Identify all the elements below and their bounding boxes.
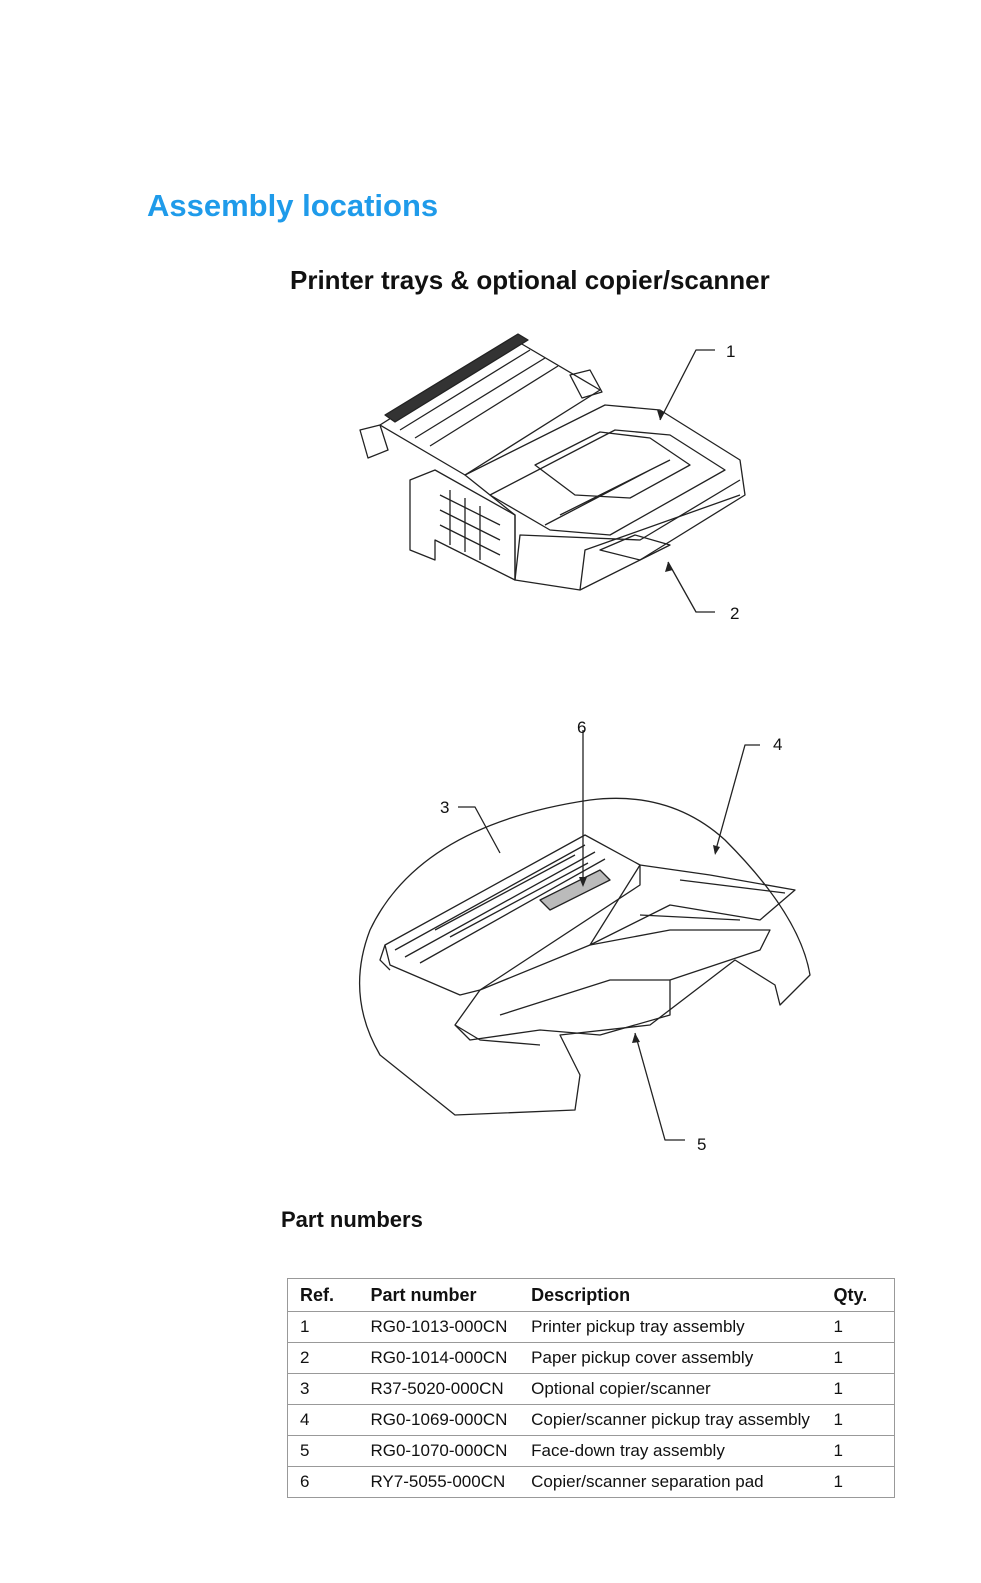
cell-part-number: RG0-1014-000CN bbox=[358, 1342, 520, 1374]
cell-qty: 1 bbox=[821, 1342, 895, 1374]
cell-description: Printer pickup tray assembly bbox=[519, 1311, 822, 1343]
table-row: 2 RG0-1014-000CN Paper pickup cover asse… bbox=[287, 1342, 895, 1374]
cell-description: Face-down tray assembly bbox=[519, 1435, 822, 1467]
header-part-number: Part number bbox=[358, 1278, 520, 1312]
cell-part-number: RG0-1070-000CN bbox=[358, 1435, 520, 1467]
cell-ref: 4 bbox=[287, 1404, 359, 1436]
cell-part-number: RG0-1013-000CN bbox=[358, 1311, 520, 1343]
header-ref: Ref. bbox=[287, 1278, 359, 1312]
printer-trays-drawing bbox=[359, 333, 746, 613]
cell-ref: 5 bbox=[287, 1435, 359, 1467]
cell-qty: 1 bbox=[821, 1311, 895, 1343]
table-row: 6 RY7-5055-000CN Copier/scanner separati… bbox=[287, 1466, 895, 1498]
callout-4: 4 bbox=[773, 735, 783, 754]
section-title: Assembly locations bbox=[147, 188, 439, 223]
table-row: 5 RG0-1070-000CN Face-down tray assembly… bbox=[287, 1435, 895, 1467]
callout-6: 6 bbox=[577, 718, 587, 737]
table-row: 3 R37-5020-000CN Optional copier/scanner… bbox=[287, 1373, 895, 1405]
copier-scanner-drawing bbox=[358, 730, 811, 1141]
printer-trays-illustration bbox=[340, 330, 780, 630]
cell-ref: 3 bbox=[287, 1373, 359, 1405]
table-row: 1 RG0-1013-000CN Printer pickup tray ass… bbox=[287, 1311, 895, 1343]
cell-part-number: RG0-1069-000CN bbox=[358, 1404, 520, 1436]
cell-part-number: R37-5020-000CN bbox=[358, 1373, 520, 1405]
cell-description: Copier/scanner separation pad bbox=[519, 1466, 822, 1498]
callout-5: 5 bbox=[697, 1135, 707, 1154]
cell-ref: 6 bbox=[287, 1466, 359, 1498]
cell-qty: 1 bbox=[821, 1404, 895, 1436]
cell-ref: 2 bbox=[287, 1342, 359, 1374]
parts-table: Ref. Part number Description Qty. 1 RG0-… bbox=[287, 1278, 895, 1498]
table-row: 4 RG0-1069-000CN Copier/scanner pickup t… bbox=[287, 1404, 895, 1436]
cell-part-number: RY7-5055-000CN bbox=[358, 1466, 520, 1498]
parts-heading: Part numbers bbox=[281, 1207, 423, 1232]
header-description: Description bbox=[519, 1278, 822, 1312]
cell-ref: 1 bbox=[287, 1311, 359, 1343]
callout-3: 3 bbox=[440, 798, 450, 817]
cell-qty: 1 bbox=[821, 1435, 895, 1467]
header-qty: Qty. bbox=[821, 1278, 895, 1312]
figure-title: Printer trays & optional copier/scanner bbox=[290, 265, 770, 295]
callout-1: 1 bbox=[726, 342, 736, 361]
cell-description: Paper pickup cover assembly bbox=[519, 1342, 822, 1374]
cell-description: Optional copier/scanner bbox=[519, 1373, 822, 1405]
callout-2: 2 bbox=[730, 604, 740, 623]
table-header-row: Ref. Part number Description Qty. bbox=[287, 1278, 895, 1312]
cell-description: Copier/scanner pickup tray assembly bbox=[519, 1404, 822, 1436]
cell-qty: 1 bbox=[821, 1373, 895, 1405]
copier-scanner-illustration bbox=[340, 715, 820, 1165]
cell-qty: 1 bbox=[821, 1466, 895, 1498]
